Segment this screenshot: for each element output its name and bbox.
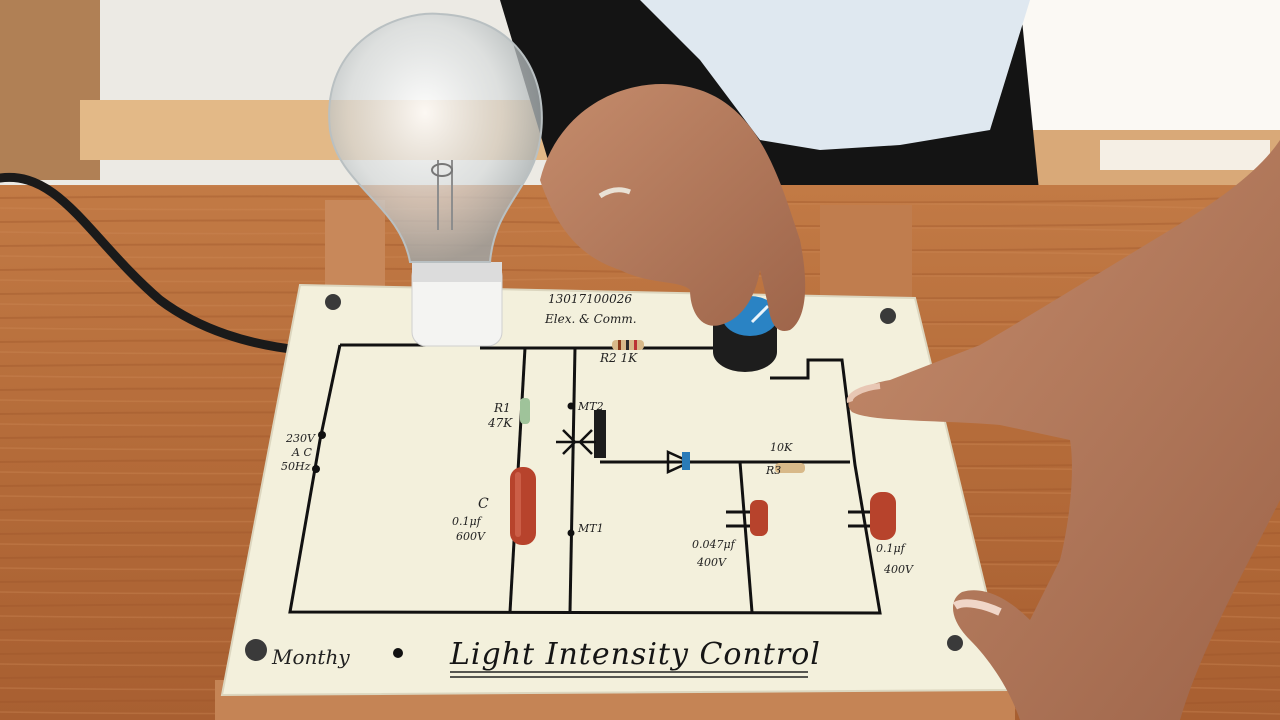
light-bulb: [328, 12, 543, 347]
department-label: Elex. & Comm.: [544, 312, 637, 326]
diac: [666, 450, 694, 474]
capacitor-c3: [848, 492, 896, 540]
capacitor-c: [510, 467, 536, 545]
label-c-name: C: [478, 496, 489, 512]
signature: Monthy: [271, 645, 350, 669]
label-c2-value2: 400V: [696, 556, 727, 569]
resistor-r1: [520, 398, 530, 424]
label-r3-name: R3: [765, 464, 781, 477]
board-labels: 13017100026 Elex. & Comm. R2 1K R1 47K M…: [271, 292, 914, 678]
label-supply-ac: A C: [291, 446, 312, 459]
label-c3-value2: 400V: [883, 563, 914, 576]
screws: [245, 294, 963, 661]
label-supply-freq: 50Hz: [281, 460, 311, 473]
wooden-frame: [215, 200, 1015, 720]
label-c-value1: 0.1μf: [452, 515, 483, 528]
label-supply-voltage: 230V: [285, 432, 316, 445]
hand-left: [540, 84, 806, 331]
label-r2: R2 1K: [599, 351, 638, 365]
resistor-r3: [775, 463, 805, 473]
label-r1-name: R1: [493, 401, 511, 415]
label-c2-value1: 0.047μf: [692, 538, 737, 551]
board-title: Light Intensity Control: [449, 637, 821, 672]
label-r1-value: 47K: [487, 416, 513, 430]
label-c-value2: 600V: [456, 530, 486, 543]
label-r3-value: 10K: [770, 441, 793, 454]
resistor-r2: [612, 340, 644, 350]
reg-number: 13017100026: [548, 292, 632, 306]
hand-right: [846, 140, 1280, 720]
label-mt2: MT2: [577, 400, 604, 413]
capacitor-c2: [726, 500, 768, 536]
power-cable: [0, 172, 305, 355]
triac: [556, 410, 606, 458]
label-mt1: MT1: [577, 522, 604, 535]
label-c3-value1: 0.1μf: [876, 542, 907, 555]
